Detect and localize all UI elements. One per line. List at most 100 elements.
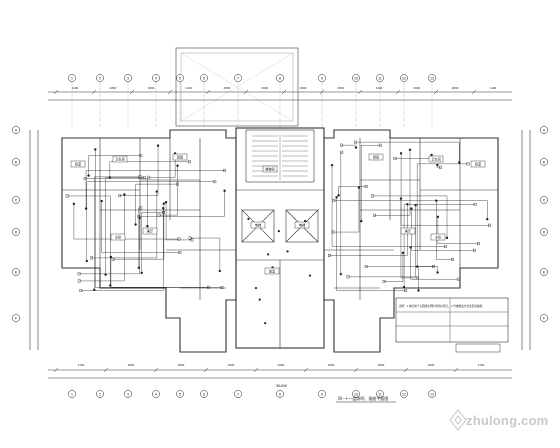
fixture-icon <box>123 193 126 196</box>
axis-bubble-side <box>12 228 20 236</box>
axis-label-top: 4 <box>155 77 157 81</box>
dimension-top: 2800 <box>110 86 117 90</box>
axis-bubble-side <box>540 228 548 236</box>
fixture-icon <box>104 273 107 276</box>
socket-icon <box>382 280 386 283</box>
fixture-icon <box>100 199 103 203</box>
fixture-icon <box>436 271 439 274</box>
axis-label-side: B <box>543 160 546 164</box>
fixture-icon <box>354 146 358 149</box>
fixture-icon <box>247 217 250 220</box>
socket-icon <box>404 289 407 292</box>
axis-label-side: E <box>15 270 18 274</box>
socket-icon <box>176 182 179 186</box>
socket-icon <box>220 286 224 289</box>
fixture-icon <box>156 144 160 147</box>
axis-label-bottom: 8 <box>279 393 281 397</box>
fixture-icon <box>155 190 159 193</box>
axis-label-side: B <box>15 160 18 164</box>
room-label: 厨房 <box>177 155 183 160</box>
axis-label-side: A <box>15 128 18 132</box>
fixture-icon <box>303 219 307 223</box>
axis-label-top: 5 <box>179 77 181 81</box>
axis-bubble-top <box>96 74 104 82</box>
axis-label-bottom: 12 <box>402 393 406 397</box>
axis-label-bottom: 5 <box>179 393 181 397</box>
fixture-icon <box>357 186 361 189</box>
axis-bubble-bottom <box>152 390 160 398</box>
axis-label-top: 7 <box>237 77 239 81</box>
socket-icon <box>353 140 357 144</box>
axis-bubble-bottom <box>318 390 326 398</box>
socket-icon <box>77 279 81 283</box>
dimension-bottom: 2700 <box>78 363 85 367</box>
fixture-icon <box>458 161 461 164</box>
dimension-top: 2100 <box>186 86 193 90</box>
room-label: 客厅 <box>147 229 154 234</box>
fixture-icon <box>176 164 179 167</box>
fixture-icon <box>72 202 76 206</box>
fixture-icon <box>399 152 403 155</box>
room-label: 电梯 <box>255 223 262 228</box>
socket-icon <box>438 165 442 169</box>
fixture-icon <box>410 207 413 210</box>
axis-label-side: F <box>15 316 18 320</box>
room-label: 电梯 <box>299 223 306 228</box>
axis-bubble-bottom <box>124 390 132 398</box>
axis-label-top: 9 <box>321 77 323 81</box>
fixture-icon <box>162 202 166 205</box>
axis-bubble-side <box>540 126 548 134</box>
socket-icon <box>79 289 83 292</box>
dimension-top: 2100 <box>376 86 383 90</box>
fixture-icon <box>435 199 438 202</box>
fixture-icon <box>137 266 141 269</box>
fixture-icon <box>258 298 261 301</box>
axis-bubble-side <box>540 314 548 322</box>
axis-bubble-top <box>68 74 76 82</box>
room-label: 主卧 <box>435 235 442 240</box>
axis-label-bottom: 11 <box>378 393 382 397</box>
axis-label-side: E <box>543 270 546 274</box>
axis-bubble-top <box>152 74 160 82</box>
socket-icon <box>178 251 182 254</box>
room-label: 客厅 <box>405 229 412 234</box>
room-label: 卫生间 <box>115 157 125 162</box>
axis-bubble-bottom <box>428 390 436 398</box>
axis-label-bottom: 10 <box>354 393 358 397</box>
fixture-icon <box>415 265 419 268</box>
axis-label-top: 10 <box>354 77 358 81</box>
dimension-bottom: 3600 <box>378 363 385 367</box>
fixture-icon <box>146 224 149 228</box>
dimension-top: 1100 <box>490 86 497 90</box>
fixture-icon <box>308 274 312 277</box>
socket-icon <box>223 168 227 172</box>
socket-icon <box>373 213 376 217</box>
socket-icon <box>332 198 336 202</box>
socket-icon <box>364 265 368 268</box>
axis-bubble-top <box>400 74 408 82</box>
axis-bubble-bottom <box>68 390 76 398</box>
fixture-icon <box>399 197 403 200</box>
fixture-icon <box>406 202 409 206</box>
room-label: 卫生间 <box>431 157 441 162</box>
socket-icon <box>213 180 217 184</box>
axis-bubble-top <box>428 74 436 82</box>
socket-icon <box>137 214 141 218</box>
dimension-bottom: 3600 <box>178 363 185 367</box>
fixture-icon <box>408 148 412 152</box>
fixture-icon <box>84 207 88 210</box>
dimension-top: 1100 <box>72 86 79 90</box>
watermark-text: zhulong.com <box>466 413 549 428</box>
axis-bubble-top <box>352 74 360 82</box>
axis-bubble-side <box>12 126 20 134</box>
socket-icon <box>416 276 420 280</box>
dimension-top: 3600 <box>414 86 421 90</box>
fixture-icon <box>436 215 440 219</box>
fixture-icon <box>430 153 433 157</box>
socket-icon <box>77 272 81 276</box>
axis-bubble-side <box>12 158 20 166</box>
fixture-icon <box>486 217 489 221</box>
socket-icon <box>90 256 93 260</box>
socket-icon <box>147 175 151 179</box>
socket-icon <box>190 238 194 242</box>
